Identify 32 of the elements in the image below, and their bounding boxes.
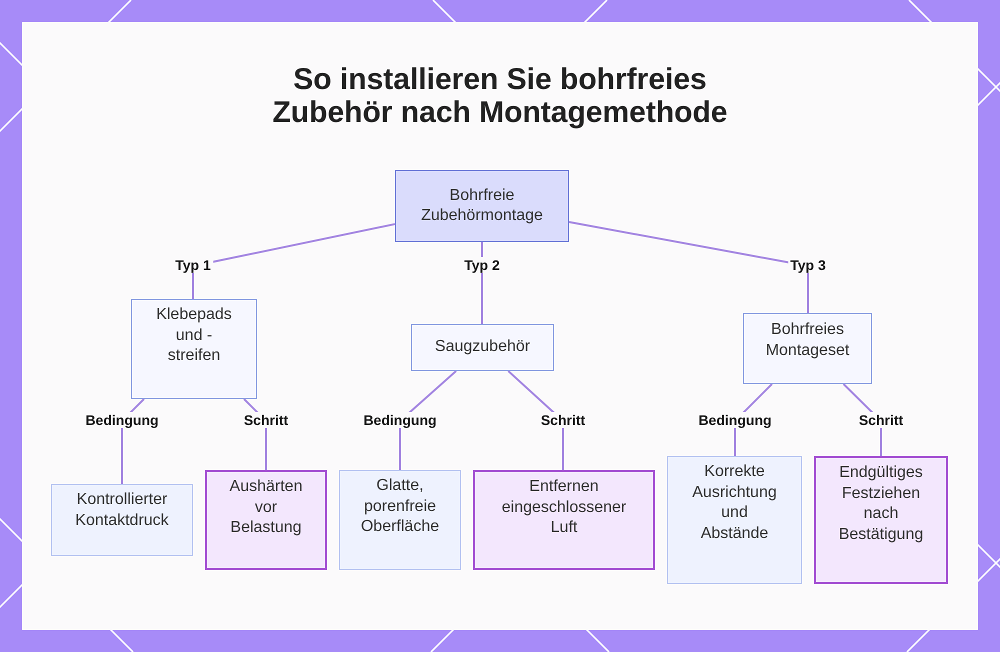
node-text: Korrekte Ausrichtung und Abstände (691, 462, 778, 544)
condition-box (51, 484, 193, 556)
node-text: Kontrollierter Kontaktdruck (74, 490, 170, 530)
step-box (473, 470, 655, 570)
condition-box (667, 456, 802, 584)
edge-label: Schritt (538, 412, 588, 428)
node-text: Endgültiges Festziehen nach Bestätigung (838, 463, 924, 544)
edge-label: Typ 3 (788, 257, 828, 273)
category-box (131, 299, 257, 399)
step-box (814, 456, 948, 584)
node-text: Bohrfreies Montageset (764, 320, 850, 360)
edge-label: Bedingung (361, 412, 439, 428)
node-text: Klebepads und - streifen (155, 305, 233, 366)
edge-label: Bedingung (83, 412, 161, 428)
node-text: Saugzubehör (434, 337, 530, 358)
edge-label: Bedingung (696, 412, 774, 428)
category-box (411, 324, 554, 371)
root-topic-box (395, 170, 569, 242)
connector-line (192, 223, 396, 299)
condition-box (339, 470, 461, 570)
node-text: Aushärten vor Belastung (228, 477, 304, 538)
edge-label: Typ 1 (173, 257, 213, 273)
edge-label: Schritt (856, 412, 906, 428)
edge-label: Typ 2 (462, 257, 502, 273)
connector-line (568, 221, 809, 313)
category-box (743, 313, 872, 384)
step-box (205, 470, 327, 570)
node-text: Glatte, porenfreie Oberfläche (360, 476, 440, 537)
diagram-title: So installieren Sie bohrfreies Zubehör nach Montagemethode (271, 63, 728, 129)
node-text: Bohrfreie Zubehörmontage (420, 186, 544, 226)
edge-label: Schritt (242, 412, 290, 428)
node-text: Entfernen eingeschlossener Luft (500, 477, 628, 538)
